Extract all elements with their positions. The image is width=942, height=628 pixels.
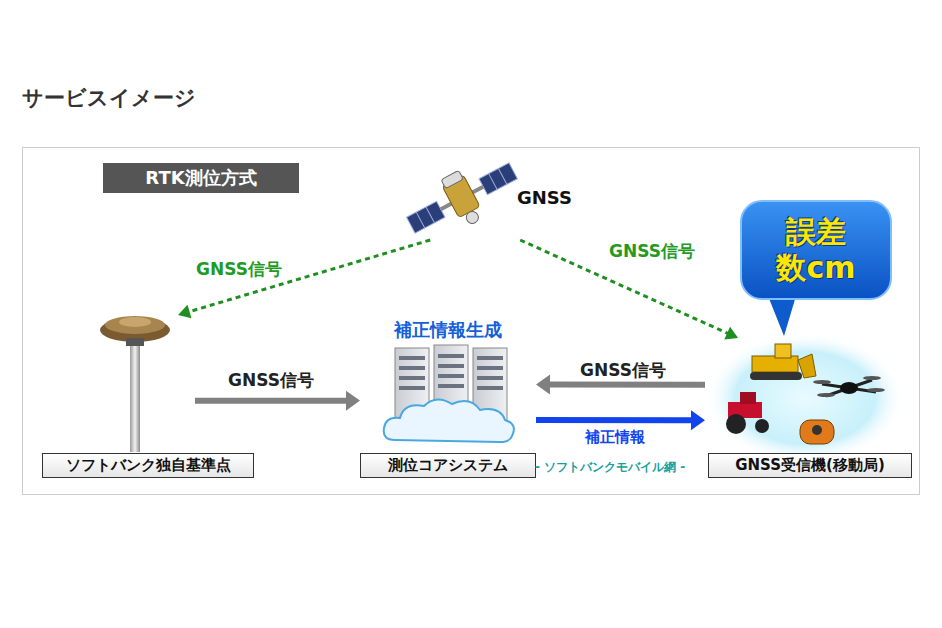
connector-line — [195, 398, 348, 404]
reference-station: ソフトバンク独自基準点 — [95, 315, 195, 480]
machines-icon — [705, 332, 905, 464]
arrow-head — [724, 327, 738, 340]
accuracy-bubble: 誤差 数cm — [740, 200, 892, 300]
receiver-label: GNSS受信機(移動局) — [708, 453, 912, 478]
satellite-icon — [399, 148, 527, 250]
connector-label: GNSS信号 — [228, 369, 314, 392]
arrow-head — [178, 305, 191, 318]
arrow-head — [536, 374, 550, 394]
method-band: RTK測位方式 — [103, 163, 299, 193]
accuracy-text: 誤差 数cm — [766, 214, 866, 286]
station-label: ソフトバンク独自基準点 — [42, 453, 254, 478]
connector-label: GNSS信号 — [196, 258, 282, 281]
core-system: 補正情報生成測位コアシステム — [360, 318, 536, 480]
arrow-head — [691, 410, 705, 430]
satellite-node: GNSS — [405, 160, 585, 240]
connector-line — [520, 240, 729, 334]
server-icon — [384, 345, 514, 442]
connector-label: 補正情報 — [585, 428, 645, 447]
connector-line — [548, 381, 705, 387]
connector — [520, 240, 738, 339]
system-label: 測位コアシステム — [360, 453, 536, 478]
antenna-icon — [100, 316, 170, 452]
connector-label: GNSS信号 — [609, 240, 695, 263]
band-text: RTK測位方式 — [103, 163, 299, 193]
page-title: サービスイメージ — [22, 84, 196, 112]
system-heading: 補正情報生成 — [360, 318, 536, 342]
connector-line — [536, 417, 693, 423]
network-label: - ソフトバンクモバイル網 - — [535, 459, 685, 476]
arrow-head — [346, 391, 360, 411]
connector-line — [188, 240, 431, 312]
connector — [536, 410, 705, 430]
connector-label: GNSS信号 — [580, 359, 666, 382]
connector — [178, 240, 430, 318]
connector — [195, 391, 360, 411]
frame — [23, 148, 920, 495]
satellite-label: GNSS — [517, 187, 572, 208]
receiver-node: GNSS受信機(移動局) — [705, 338, 912, 480]
bubble-tail — [768, 296, 796, 336]
